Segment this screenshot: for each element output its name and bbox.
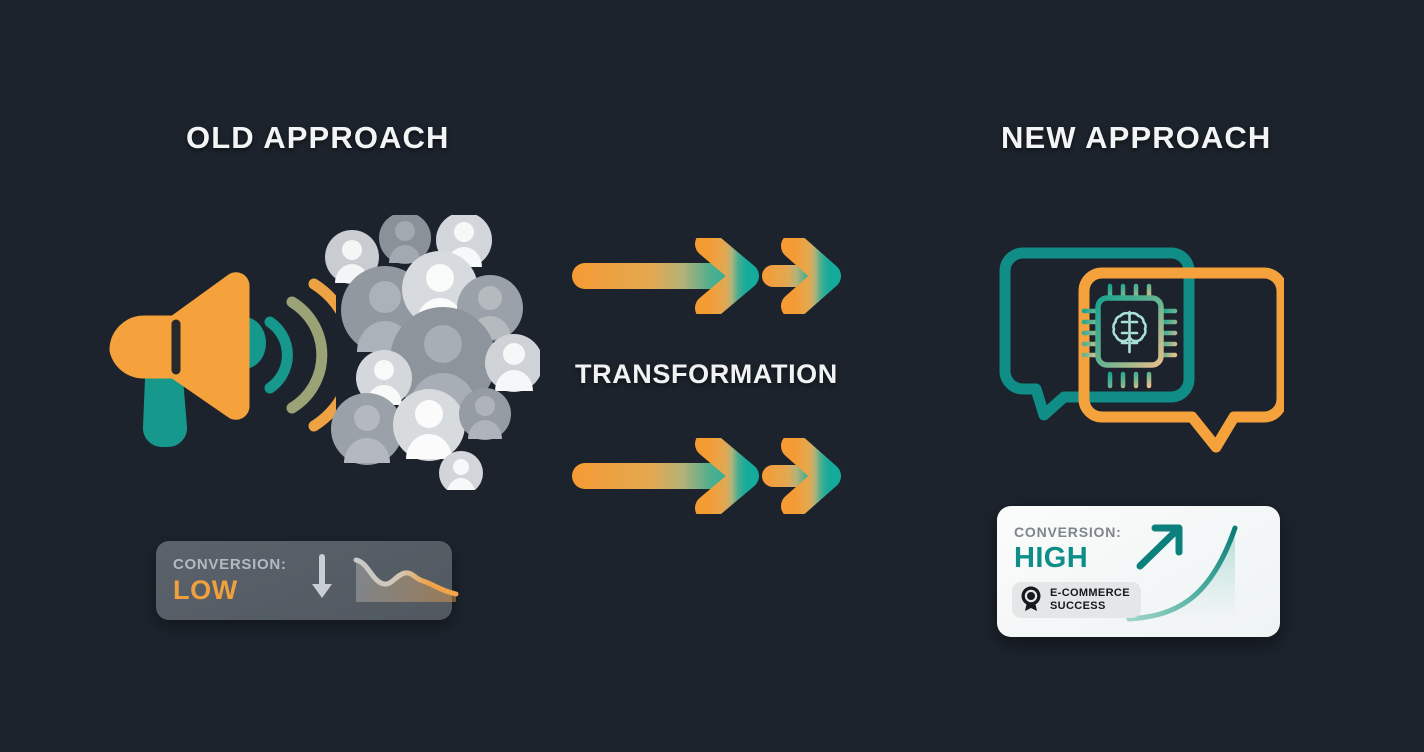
ai-chat-bubbles-icon bbox=[992, 243, 1288, 463]
arrow-up-right-icon bbox=[1134, 520, 1190, 579]
page-title-new-approach: NEW APPROACH bbox=[1001, 120, 1272, 155]
conversion-low-card: CONVERSION: LOW bbox=[156, 541, 459, 620]
chat-bubble-front bbox=[1078, 267, 1288, 453]
people-cluster-icon bbox=[325, 212, 543, 495]
award-rosette-icon bbox=[1019, 585, 1043, 616]
conversion-high-card: CONVERSION: HIGH E-COMMERCE SUCCESS bbox=[997, 506, 1280, 637]
conversion-low-label: CONVERSION: bbox=[173, 555, 287, 573]
page-title-old-approach: OLD APPROACH bbox=[186, 120, 450, 155]
arrow-down-icon bbox=[309, 554, 335, 607]
ecommerce-success-badge-text: E-COMMERCE SUCCESS bbox=[1050, 587, 1130, 613]
badge-line-2: SUCCESS bbox=[1050, 600, 1106, 612]
conversion-high-label: CONVERSION: bbox=[1014, 524, 1122, 540]
transformation-arrow-icon-bottom bbox=[572, 431, 857, 521]
conversion-high-value: HIGH bbox=[1014, 542, 1089, 574]
megaphone-icon bbox=[104, 262, 359, 457]
transformation-arrow-icon-top bbox=[572, 231, 857, 321]
chat-bubble-back bbox=[999, 247, 1195, 421]
exponential-growth-curve-icon bbox=[1115, 514, 1275, 637]
transformation-label: TRANSFORMATION bbox=[575, 359, 838, 389]
conversion-low-value: LOW bbox=[173, 574, 238, 605]
ai-brain-chip-icon bbox=[1081, 283, 1178, 389]
declining-sparkline-icon bbox=[353, 552, 459, 609]
badge-line-1: E-COMMERCE bbox=[1050, 587, 1130, 600]
ecommerce-success-badge: E-COMMERCE SUCCESS bbox=[1012, 582, 1141, 618]
